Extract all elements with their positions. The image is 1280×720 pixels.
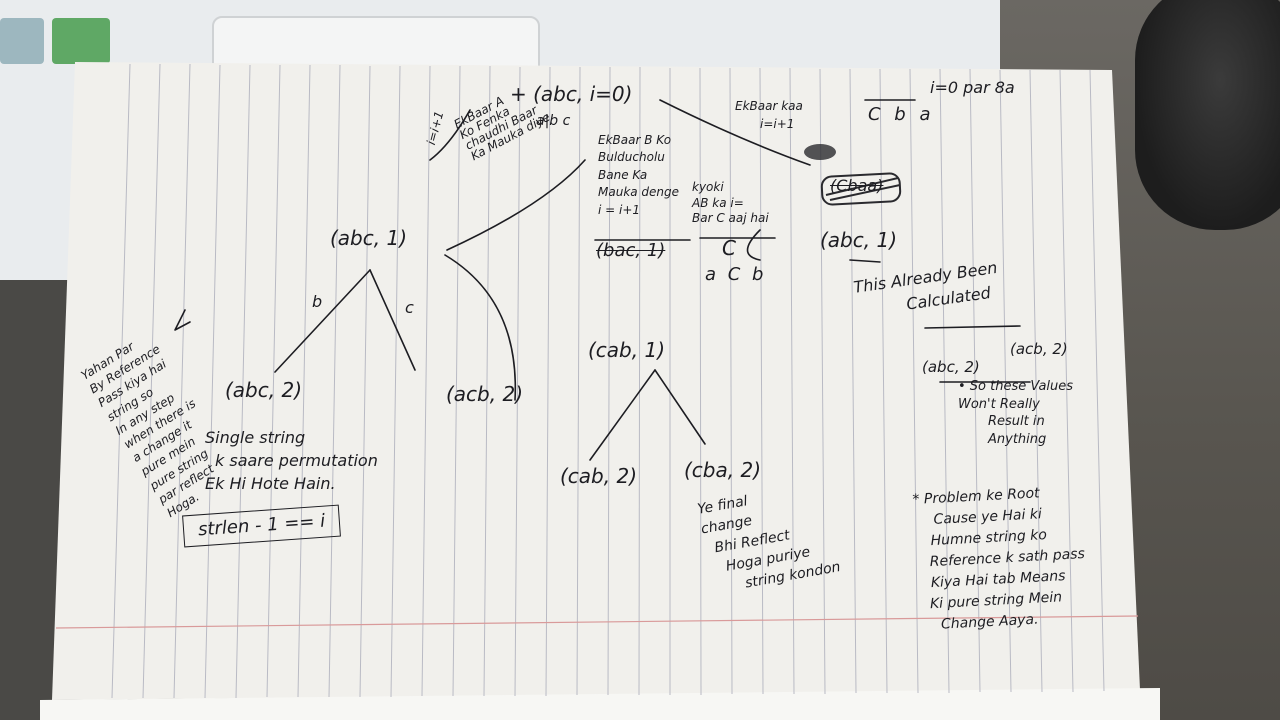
scribble-marks [804, 144, 902, 206]
branch-b-label: b [312, 292, 323, 311]
call-cab-2: (cab, 2) [560, 464, 637, 488]
sticker-blue [0, 18, 44, 64]
calc-pair-b: (acb, 2) [1010, 340, 1068, 358]
call-cab-1: (cab, 1) [588, 338, 665, 362]
single-string-note: Single string k saare permutation Ek Hi … [205, 428, 378, 494]
abc-small-text: a|b c [536, 113, 571, 129]
top-call-text: + (abc, i=0) [510, 82, 633, 106]
acb-small-text: a C b [705, 264, 767, 285]
values-note: • So these Values Won't Really Result in… [958, 379, 1074, 447]
call-abc-2: (abc, 2) [225, 378, 302, 402]
call-acb-2: (acb, 2) [446, 382, 523, 406]
paper-sheet [52, 62, 1140, 700]
kyoki-note: kyoki AB ka i= Bar C aaj hai [692, 180, 769, 226]
call-cba-2: (cba, 2) [684, 458, 761, 482]
margin-line [55, 615, 1139, 629]
calc-pair-a: (abc, 2) [922, 358, 980, 376]
scratch-top-text: (Cbaa) [830, 176, 884, 195]
branch-c-label: c [405, 298, 414, 317]
call-abc-1: (abc, 1) [330, 226, 407, 250]
bac-scratch-text: (bac, 1) [596, 240, 666, 261]
cba-top-text: C b a [868, 104, 935, 125]
computer-mouse [1135, 0, 1280, 230]
problem-note: * Problem ke Root Cause ye Hai ki Humne … [912, 485, 1086, 633]
call-abc-1-right: (abc, 1) [820, 228, 897, 252]
c-big-text: C [722, 236, 736, 260]
right-top-note: EkBaar kaa i=i+1 [735, 99, 803, 131]
next-page-edge [40, 688, 1160, 720]
top-right-call: i=0 par 8a [930, 78, 1015, 97]
middle-column-note: EkBaar B Ko Bulducholu Bane Ka Mauka den… [598, 133, 680, 217]
sticker-green [52, 18, 110, 64]
tree-strokes [174, 99, 1031, 461]
